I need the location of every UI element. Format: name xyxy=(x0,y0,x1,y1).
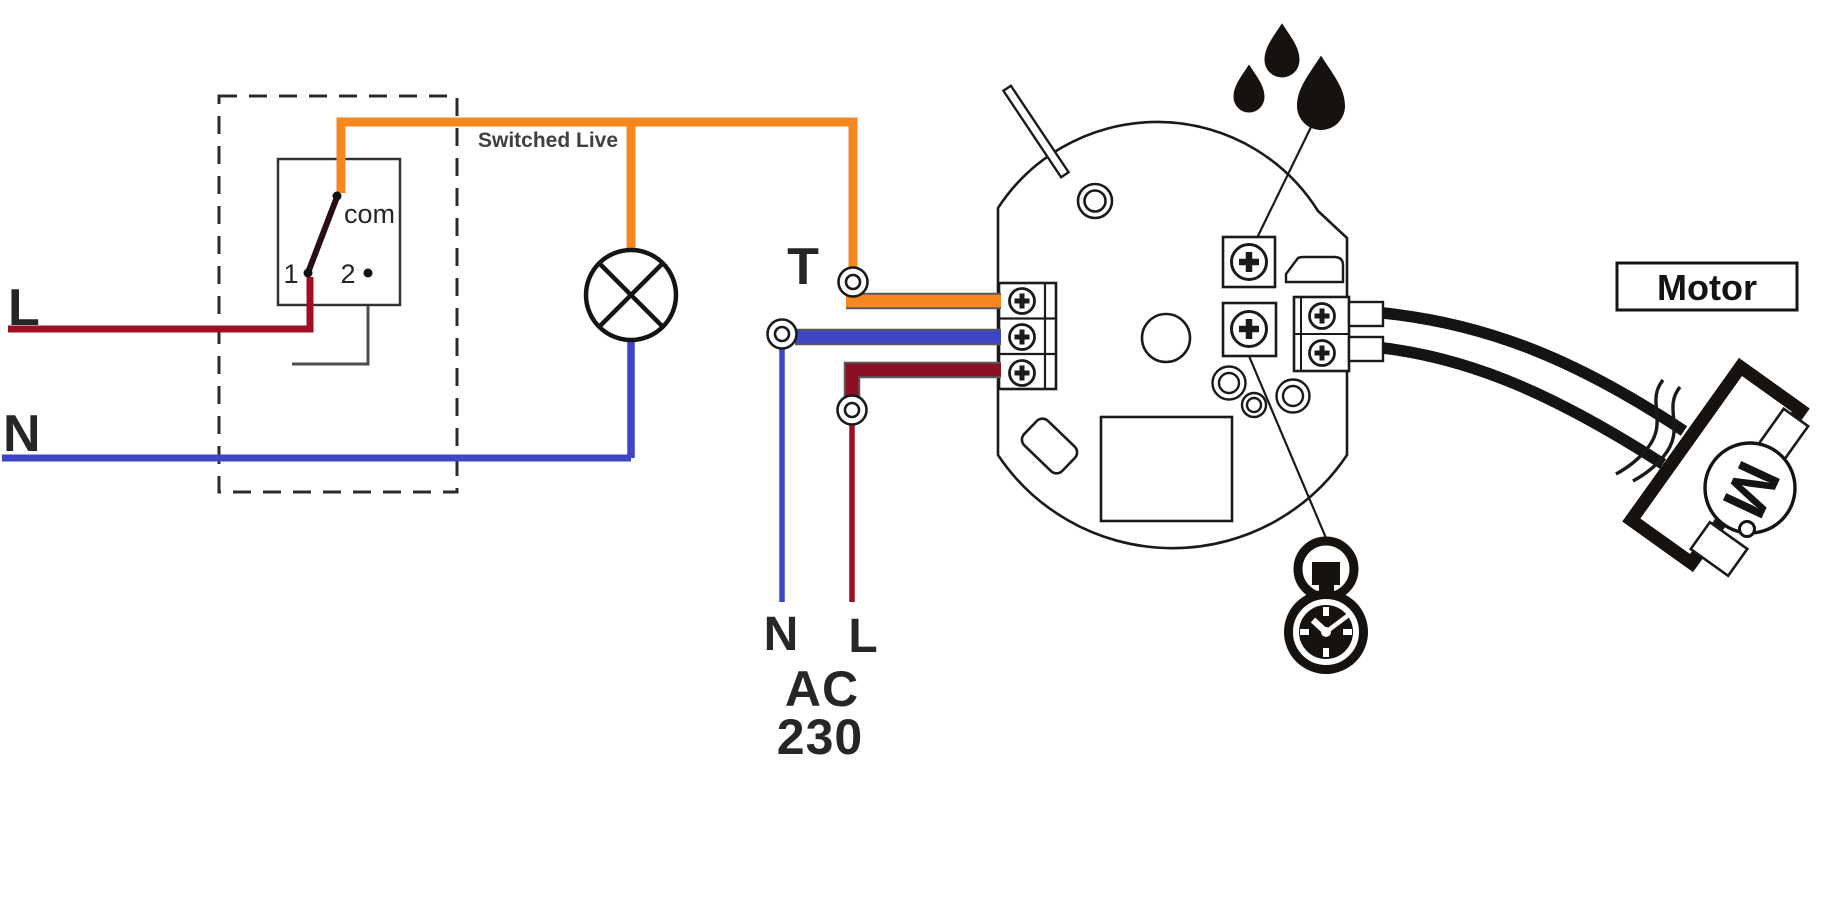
capacitor-body xyxy=(1020,417,1079,475)
switch-com-label: com xyxy=(344,199,395,229)
motor-cable-1 xyxy=(1382,307,1688,436)
terminal-block-dividers xyxy=(999,283,1056,389)
spade-tab-2 xyxy=(1347,335,1385,363)
fixing-hole xyxy=(1140,312,1192,364)
switch-enclosure xyxy=(217,94,459,494)
stopwatch-icon xyxy=(1284,536,1368,674)
supply-neutral-label: N xyxy=(764,608,799,661)
switch-enclosure-dashed-border xyxy=(217,94,459,494)
water-drop-medium xyxy=(1264,23,1300,78)
switch-com-terminal-dot xyxy=(332,191,342,201)
supply-live-label: L xyxy=(848,610,877,663)
tick-9 xyxy=(1300,629,1309,635)
led-window xyxy=(1284,255,1345,284)
output-terminal-screw-1 xyxy=(1310,304,1335,329)
stopwatch-hub xyxy=(1321,627,1331,637)
input-terminal-screw-1 xyxy=(1010,289,1035,314)
tick-12 xyxy=(1323,607,1329,616)
one-way-switch: com 1 2 xyxy=(283,191,395,289)
live-wire-lug xyxy=(836,394,868,426)
water-drop-large xyxy=(1297,55,1345,130)
switched-live-wire xyxy=(336,117,858,267)
supply-ac-label: AC xyxy=(785,661,859,717)
timer-adjust-screw xyxy=(1232,312,1267,347)
tick-3 xyxy=(1343,629,1352,635)
tick-6 xyxy=(1323,648,1329,657)
mains-live-label: L xyxy=(8,279,40,337)
lamp-cross-2 xyxy=(597,261,665,329)
input-terminal-screw-2 xyxy=(1010,325,1035,350)
motor-label: Motor xyxy=(1657,267,1757,308)
component-rings xyxy=(1211,365,1311,419)
humidity-adjust-screw xyxy=(1232,245,1267,280)
water-drop-small xyxy=(1233,64,1265,113)
switched-live-label: Switched Live xyxy=(478,129,618,152)
terminal-wires xyxy=(766,266,1001,426)
sensor-pin-shape xyxy=(1001,84,1071,179)
input-terminal-screw-3 xyxy=(1010,361,1035,386)
relay-box xyxy=(1099,415,1234,523)
stopwatch-ticks xyxy=(1300,607,1352,657)
output-terminal-block xyxy=(1292,295,1385,373)
ring-3-inner xyxy=(1281,384,1305,408)
motor-lug-bottom-shape xyxy=(1688,520,1750,578)
timer-pointer-line xyxy=(1247,355,1328,539)
output-block-dividers xyxy=(1294,297,1349,371)
switch-terminal2-dot xyxy=(363,268,373,278)
mount-hole-inner xyxy=(1083,189,1107,213)
sensor-pin xyxy=(1001,84,1071,179)
live-wire xyxy=(8,277,314,333)
ring-2-inner xyxy=(1245,396,1263,414)
live-terminal-wire xyxy=(845,363,1001,398)
motor-label-box xyxy=(1615,261,1799,312)
water-drops-icon xyxy=(1233,23,1345,130)
neutral-wire-lug xyxy=(766,318,798,350)
capacitor xyxy=(1020,417,1079,475)
supply-voltage-label: 230 xyxy=(777,709,863,765)
mains-neutral-label: N xyxy=(3,405,41,463)
switch-terminal1-label: 1 xyxy=(283,259,298,289)
ring-1-inner xyxy=(1217,371,1241,395)
motor-assembly: Motor M xyxy=(1382,261,1810,578)
switch-terminal2-label: 2 xyxy=(340,259,355,289)
switched-live-wire-lug xyxy=(837,266,869,298)
switch-box xyxy=(276,157,402,307)
stopwatch-face-ring xyxy=(1293,599,1359,665)
humidity-pointer-line xyxy=(1255,126,1312,241)
cable-break-mark-2 xyxy=(1632,385,1682,483)
cable-break-mark-1 xyxy=(1615,378,1665,476)
stopwatch-crown xyxy=(1312,562,1340,585)
lamp-symbol xyxy=(583,247,679,458)
ac-supply: T N L AC 230 xyxy=(764,238,878,765)
timer-terminal-label: T xyxy=(787,238,819,296)
fan-timer-unit xyxy=(766,84,1385,550)
spade-tab-1 xyxy=(1347,300,1385,328)
switch-blade xyxy=(306,194,340,273)
motor-cable-2 xyxy=(1382,342,1667,469)
motor-lug-bottom xyxy=(1688,520,1750,578)
output-terminal-screw-2 xyxy=(1310,341,1335,366)
motor-terminal-dot xyxy=(1738,520,1756,538)
switch-terminal1-dot xyxy=(303,268,313,278)
